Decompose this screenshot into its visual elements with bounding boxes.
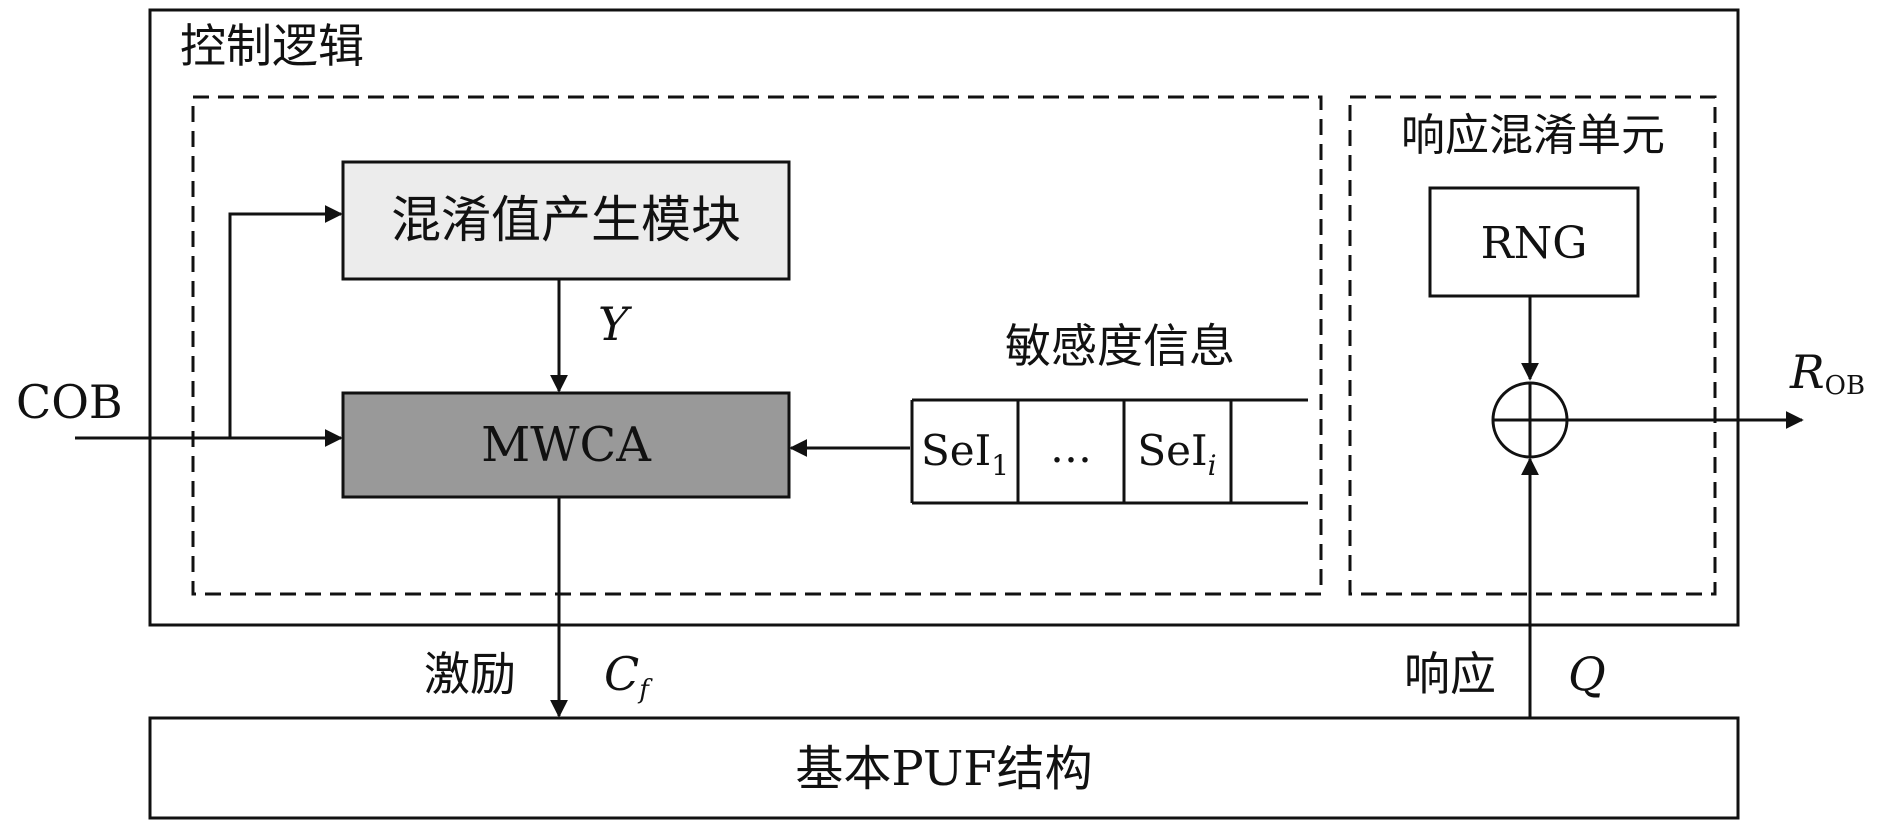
y-signal-label: Y	[598, 297, 633, 351]
cob-input-label: COB	[16, 375, 123, 429]
excitation-symbol: Cf	[604, 647, 653, 705]
mwca-block	[341, 391, 791, 499]
cob-branch-line	[228, 205, 343, 438]
register-cell-sei-1: SeI1	[921, 426, 1009, 482]
response-symbol: Q	[1568, 647, 1606, 701]
response-obfuscation-title: 响应混淆单元	[1401, 110, 1665, 161]
basic-puf-block	[148, 716, 1740, 820]
control-logic-box	[148, 8, 1740, 627]
rng-label: RNG	[1481, 218, 1588, 269]
obfuscation-region	[191, 95, 1323, 596]
sensitivity-title: 敏感度信息	[1005, 319, 1235, 373]
obfuscation-value-module-label: 混淆值产生模块	[391, 191, 741, 249]
rng-block	[1428, 186, 1640, 298]
obfuscation-value-module	[341, 160, 791, 281]
response-obfuscation-region	[1348, 95, 1717, 596]
excitation-label: 激励	[424, 647, 516, 701]
rob-output-label: ROB	[1789, 345, 1865, 401]
xor-icon	[1491, 381, 1569, 459]
response-label: 响应	[1404, 647, 1496, 701]
register-cell-ellipsis: …	[1050, 423, 1092, 472]
basic-puf-label: 基本PUF结构	[795, 741, 1092, 797]
mwca-label: MWCA	[481, 417, 652, 473]
register-cell-sei-i: SeIi	[1137, 426, 1216, 482]
control-logic-title: 控制逻辑	[180, 19, 364, 73]
